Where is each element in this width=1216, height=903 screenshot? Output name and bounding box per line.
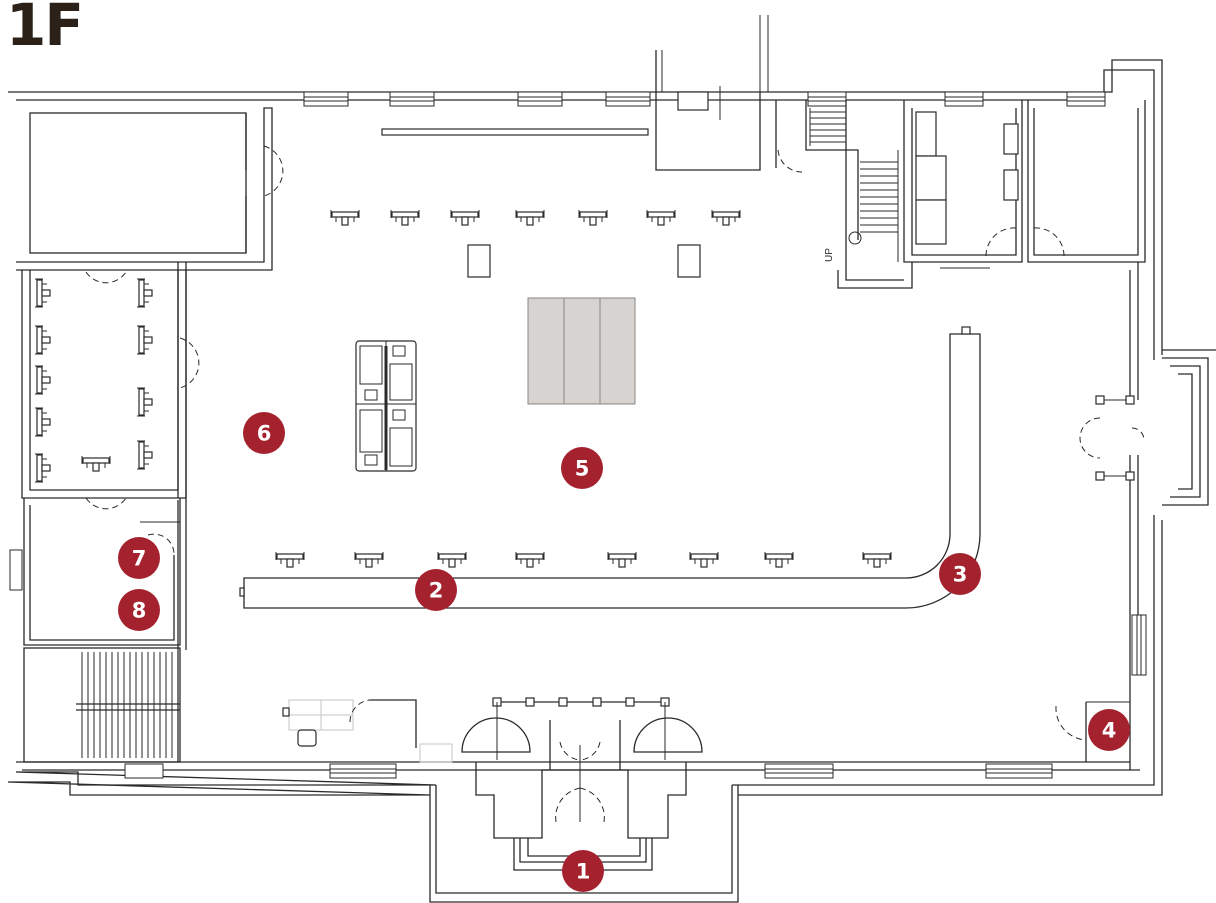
main-entrance <box>429 697 739 903</box>
desk-icon <box>437 552 467 568</box>
desk-icon <box>862 552 892 568</box>
location-marker-5[interactable]: 5 <box>561 447 603 489</box>
desk-icon <box>515 552 545 568</box>
marker-number: 2 <box>429 579 444 603</box>
marker-number: 1 <box>576 860 591 884</box>
marker-number: 7 <box>132 547 147 571</box>
location-marker-8[interactable]: 8 <box>118 589 160 631</box>
windows-top <box>303 91 1106 107</box>
floor-title: 1F <box>6 0 84 59</box>
desk-icon <box>35 278 51 308</box>
left-rooms <box>16 107 284 763</box>
desk-icon <box>35 407 51 437</box>
windows-bottom <box>9 549 1147 779</box>
desk-icon <box>137 440 153 470</box>
long-counter <box>243 333 981 609</box>
marker-circle <box>243 412 285 454</box>
location-marker-1[interactable]: 1 <box>562 850 604 892</box>
column-left <box>467 244 491 278</box>
desk-icon <box>35 325 51 355</box>
exterior-walls <box>7 59 1163 796</box>
desk-icon <box>137 325 153 355</box>
desk-icon <box>711 210 741 226</box>
location-marker-2[interactable]: 2 <box>415 569 457 611</box>
reception-area <box>282 699 453 763</box>
location-marker-4[interactable]: 4 <box>1088 709 1130 751</box>
marker-circle <box>561 447 603 489</box>
desk-icon <box>137 278 153 308</box>
desk-icon <box>607 552 637 568</box>
desk-icon <box>137 387 153 417</box>
marker-number: 6 <box>257 422 272 446</box>
desk-icon <box>515 210 545 226</box>
desk-icon <box>578 210 608 226</box>
desk-icon <box>35 453 51 483</box>
desk-icon <box>330 210 360 226</box>
location-marker-7[interactable]: 7 <box>118 537 160 579</box>
desks <box>35 210 892 568</box>
marker-circle <box>118 537 160 579</box>
marker-circle <box>939 553 981 595</box>
marker-number: 5 <box>575 457 590 481</box>
marker-circle <box>1088 709 1130 751</box>
marker-circle <box>562 850 604 892</box>
desk-icon <box>81 456 111 472</box>
marker-number: 4 <box>1102 719 1117 743</box>
marker-circle <box>415 569 457 611</box>
side-entrance <box>1055 262 1216 770</box>
display-cases <box>355 340 417 472</box>
desk-icon <box>354 552 384 568</box>
center-table <box>527 297 636 405</box>
desk-icon <box>764 552 794 568</box>
desk-icon <box>450 210 480 226</box>
display-shelf <box>381 128 649 136</box>
desk-icon <box>646 210 676 226</box>
desk-icon <box>275 552 305 568</box>
marker-number: 8 <box>132 599 147 623</box>
marker-number: 3 <box>953 563 968 587</box>
desk-icon <box>35 365 51 395</box>
desk-icon <box>689 552 719 568</box>
stair-up-label: UP <box>824 248 835 262</box>
location-marker-3[interactable]: 3 <box>939 553 981 595</box>
marker-circle <box>118 589 160 631</box>
column-right <box>677 244 701 278</box>
right-rooms <box>775 100 1146 289</box>
desk-icon <box>390 210 420 226</box>
location-marker-6[interactable]: 6 <box>243 412 285 454</box>
shaft-lines <box>655 15 769 171</box>
